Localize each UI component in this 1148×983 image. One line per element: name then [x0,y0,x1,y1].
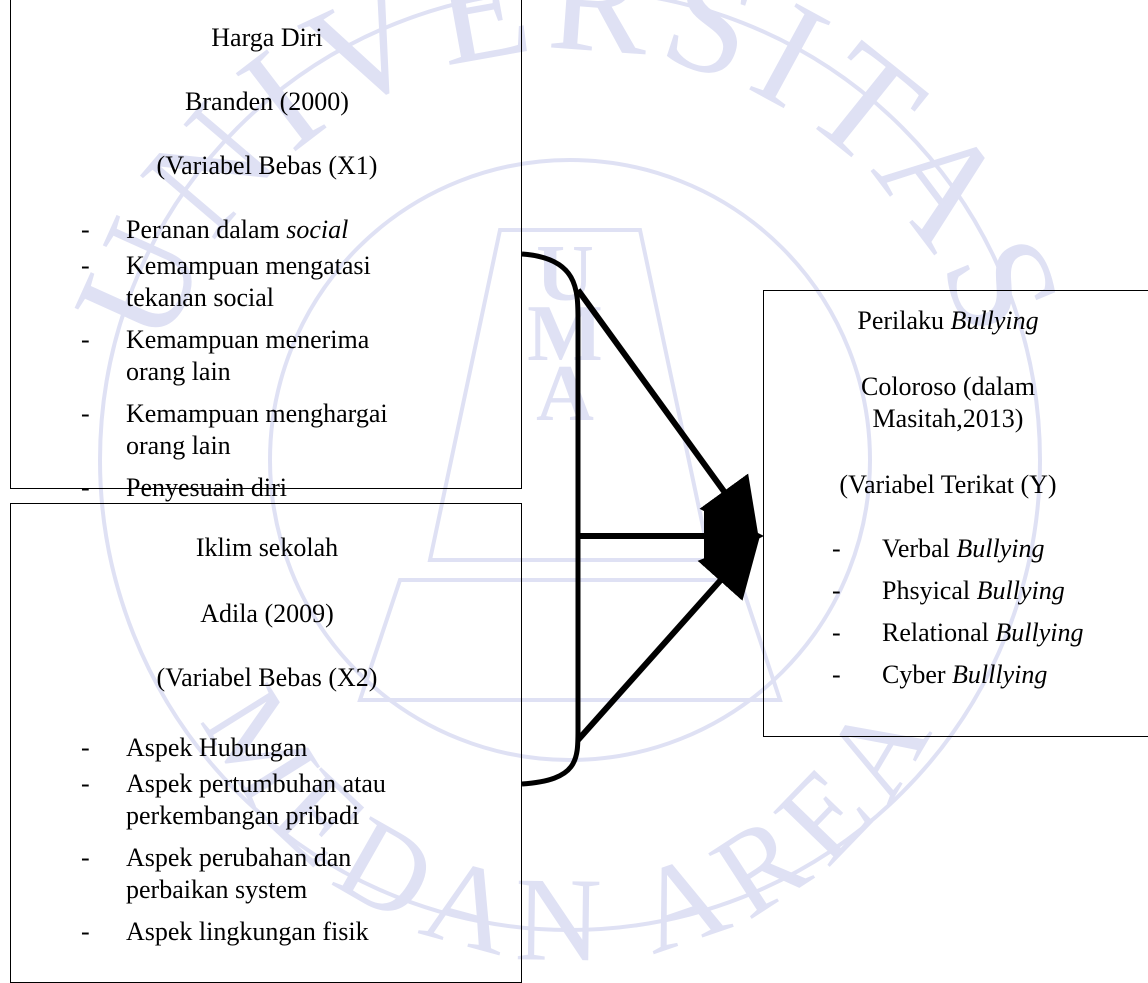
x1-item-dash: - [81,399,90,428]
y-item-1: Verbal Bullying [882,534,1045,563]
independent-variable-x1-box: Harga Diri Branden (2000) (Variabel Beba… [10,0,522,502]
x2-title: Iklim sekolah [195,533,339,562]
x1-item-dash: - [81,473,90,502]
y-variable-label: (Variabel Terikat (Y) [839,470,1057,499]
arrow-from-x1 [575,288,760,540]
x1-item-5: Penyesuain diri [126,473,288,502]
x2-item-dash: - [81,843,90,872]
x1-item-dash: - [81,251,90,280]
y-item-2: Phsyical Bullying [882,576,1065,605]
y-item-4: Cyber Bulllying [882,660,1048,689]
x2-variable-label: (Variabel Bebas (X2) [156,663,378,692]
bracket-connector [521,251,581,787]
independent-variable-x2-box: Iklim sekolah Adila (2009) (Variabel Beb… [10,503,522,983]
y-title: Perilaku Bullying [857,306,1039,335]
x1-title: Harga Diri [211,23,323,52]
x1-source: Branden (2000) [185,87,349,116]
y-item-dash: - [832,534,841,563]
y-item-dash: - [832,618,841,647]
y-item-dash: - [832,576,841,605]
x1-item-1: Peranan dalam social [126,215,349,244]
x2-item-dash: - [81,769,90,798]
y-item-3: Relational Bullying [882,618,1084,647]
y-item-dash: - [832,660,841,689]
x2-source: Adila (2009) [200,599,334,628]
x1-item-dash: - [81,215,90,244]
x2-item-dash: - [81,733,90,762]
x2-item-1: Aspek Hubungan [126,733,308,762]
x1-item-dash: - [81,325,90,354]
x2-item-dash: - [81,917,90,946]
x1-variable-label: (Variabel Bebas (X1) [156,151,378,180]
arrow-from-x2 [575,536,760,742]
watermark-letter-a: A [536,350,594,438]
x2-item-4: Aspek lingkungan fisik [126,917,369,946]
